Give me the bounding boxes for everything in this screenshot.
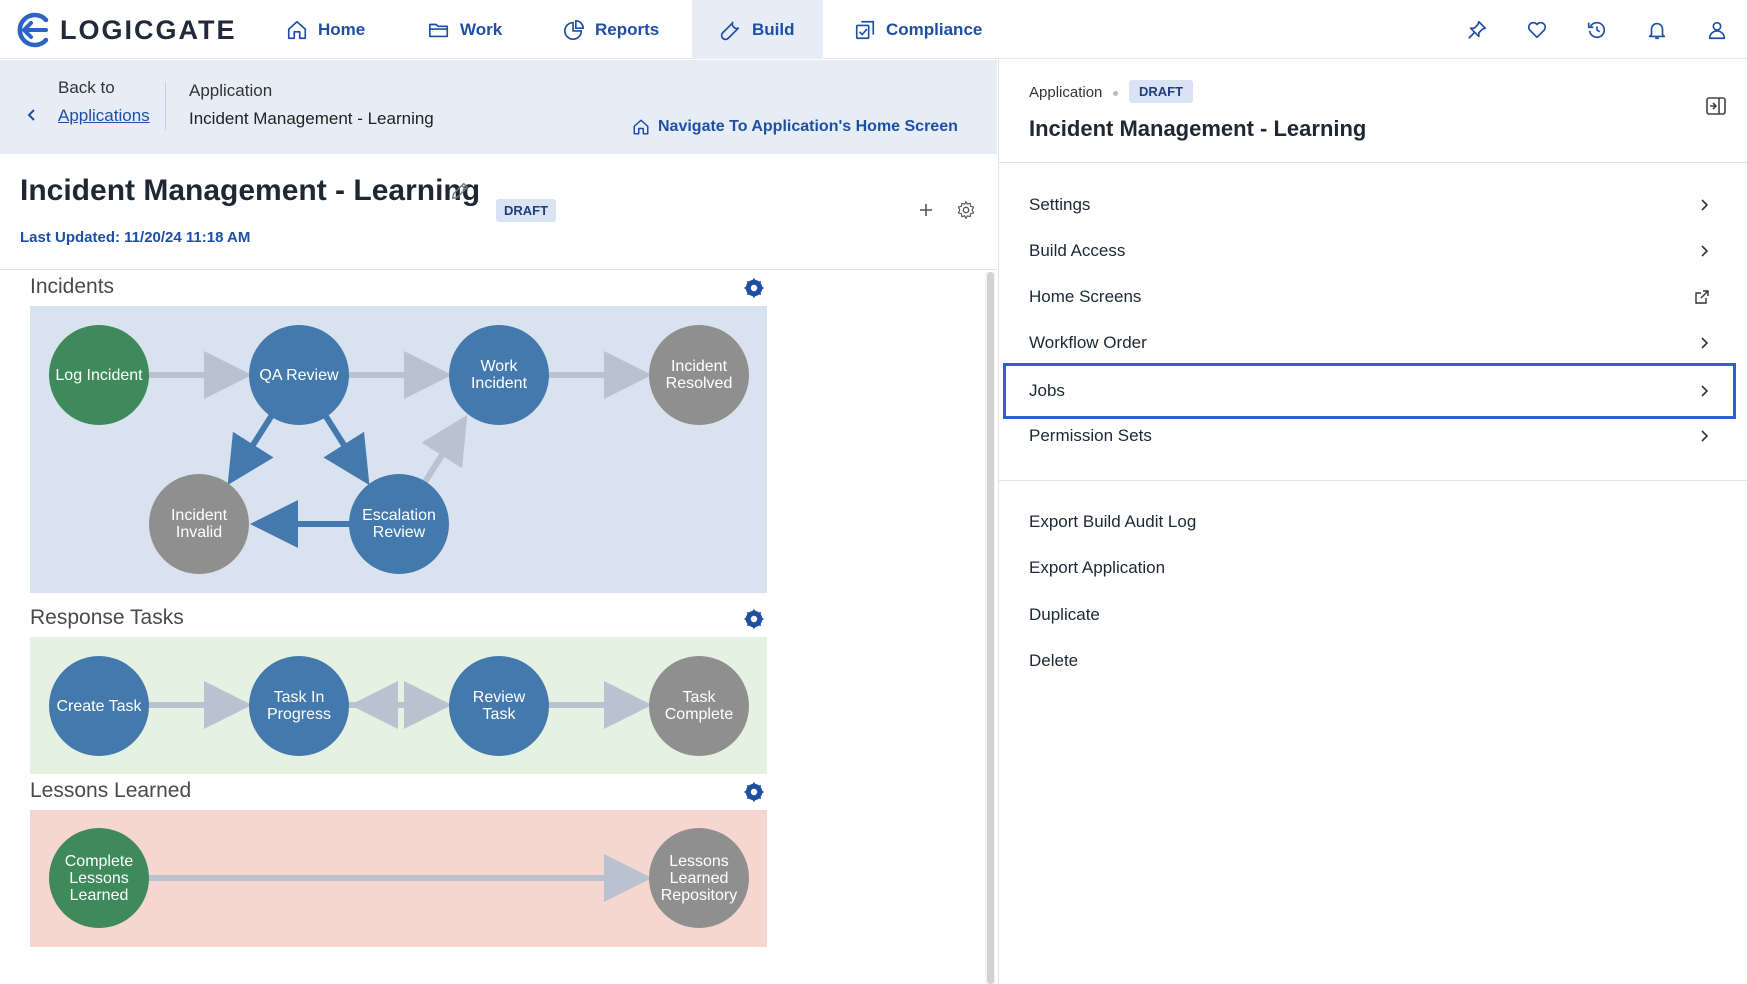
chevron-left-icon: [27, 109, 35, 121]
action-duplicate[interactable]: Duplicate: [1029, 605, 1100, 624]
step-complete-lessons-learned[interactable]: Complete Lessons Learned: [49, 828, 149, 928]
nav-compliance[interactable]: Compliance: [826, 0, 1010, 59]
notifications-button[interactable]: [1627, 0, 1687, 59]
nav-work-label: Work: [460, 19, 503, 39]
menu-workflow-order[interactable]: Workflow Order: [1003, 320, 1736, 366]
menu-home-screens-label: Home Screens: [1029, 287, 1142, 306]
panel-divider: [999, 480, 1747, 481]
breadcrumb-app-label: Application: [189, 81, 273, 100]
add-icon[interactable]: [916, 200, 936, 220]
favorites-button[interactable]: [1507, 0, 1567, 59]
menu-workflow-order-label: Workflow Order: [1029, 333, 1147, 352]
step-incident-resolved[interactable]: Incident Resolved: [649, 325, 749, 425]
nav-home[interactable]: Home: [258, 0, 393, 59]
settings-icon[interactable]: [956, 200, 976, 220]
action-export-build-audit-log[interactable]: Export Build Audit Log: [1029, 512, 1197, 531]
nav-build-label: Build: [752, 19, 795, 39]
gear-icon[interactable]: [743, 781, 765, 803]
folder-icon: [429, 23, 449, 37]
pie-chart-icon: [564, 19, 584, 40]
chevron-right-icon: [1701, 430, 1709, 442]
last-updated: Last Updated: 11/20/24 11:18 AM: [20, 229, 251, 246]
menu-jobs-label: Jobs: [1029, 381, 1065, 400]
title-divider: [0, 269, 997, 270]
gear-icon[interactable]: [743, 608, 765, 630]
collapse-panel-icon[interactable]: [1704, 94, 1728, 118]
brand-name: LOGICGATE: [60, 14, 237, 45]
gear-icon[interactable]: [743, 277, 765, 299]
step-task-in-progress[interactable]: Task In Progress: [249, 656, 349, 756]
navigate-home-label: Navigate To Application's Home Screen: [658, 118, 958, 135]
step-review-task[interactable]: Review Task: [449, 656, 549, 756]
step-incident-invalid[interactable]: Incident Invalid: [149, 474, 249, 574]
workflow-title-lessons-learned: Lessons Learned: [30, 779, 192, 802]
chevron-right-icon: [1701, 199, 1709, 211]
workflow-title-response-tasks: Response Tasks: [30, 606, 184, 629]
edit-icon[interactable]: [449, 180, 471, 202]
nav-work[interactable]: Work: [400, 0, 530, 59]
step-task-complete[interactable]: Task Complete: [649, 656, 749, 756]
panel-app-label: Application: [1029, 84, 1103, 101]
logicgate-logo[interactable]: LOGICGATE: [16, 12, 237, 48]
menu-build-access[interactable]: Build Access: [1003, 228, 1736, 274]
step-log-incident[interactable]: Log Incident: [49, 325, 149, 425]
user-icon: [1708, 21, 1726, 39]
breadcrumb: Back to Applications Application Inciden…: [0, 60, 997, 154]
menu-build-access-label: Build Access: [1029, 241, 1126, 260]
logo-icon: [17, 12, 49, 48]
pin-button[interactable]: [1447, 0, 1507, 59]
step-create-task[interactable]: Create Task: [49, 656, 149, 756]
panel-divider: [999, 162, 1747, 163]
scrollbar-thumb[interactable]: [987, 272, 994, 984]
step-qa-review[interactable]: QA Review: [249, 325, 349, 425]
step-lessons-learned-repository[interactable]: Lessons Learned Repository: [649, 828, 749, 928]
menu-permission-sets[interactable]: Permission Sets: [1003, 413, 1736, 459]
history-icon: [1587, 21, 1606, 38]
wrench-icon: [720, 20, 740, 40]
compliance-icon: [855, 20, 875, 39]
nav-build[interactable]: Build: [692, 0, 823, 59]
nav-reports-label: Reports: [595, 19, 660, 39]
nav-home-label: Home: [318, 19, 366, 39]
history-button[interactable]: [1567, 0, 1627, 59]
nav-reports[interactable]: Reports: [535, 0, 687, 59]
step-work-incident[interactable]: Work Incident: [449, 325, 549, 425]
step-escalation-review[interactable]: Escalation Review: [349, 474, 449, 574]
separator-dot: [1113, 91, 1118, 96]
menu-settings[interactable]: Settings: [1003, 182, 1736, 228]
external-link-icon: [1695, 290, 1709, 304]
chevron-right-icon: [1701, 245, 1709, 257]
menu-settings-label: Settings: [1029, 195, 1091, 214]
navigate-home-screen-link[interactable]: Navigate To Application's Home Screen: [632, 118, 958, 136]
chevron-right-icon: [1701, 337, 1709, 349]
nav-compliance-label: Compliance: [886, 19, 983, 39]
pin-icon: [1468, 20, 1487, 39]
workflow-title-incidents: Incidents: [30, 275, 115, 298]
panel-app-name: Incident Management - Learning: [1029, 116, 1367, 141]
menu-permission-sets-label: Permission Sets: [1029, 426, 1152, 445]
action-delete[interactable]: Delete: [1029, 651, 1079, 670]
top-navigation: LOGICGATE Home Work Reports Build Compli…: [0, 0, 1747, 59]
panel-status-badge: DRAFT: [1129, 80, 1194, 103]
breadcrumb-separator: [165, 82, 166, 130]
status-badge: DRAFT: [496, 199, 557, 222]
application-side-panel: Application DRAFT Incident Management - …: [998, 60, 1747, 984]
home-icon: [633, 119, 649, 135]
applications-link[interactable]: Applications: [58, 106, 150, 125]
back-label: Back to: [58, 78, 115, 97]
header-actions: [1447, 0, 1747, 59]
page-title: Incident Management - Learning: [20, 174, 481, 207]
action-export-application[interactable]: Export Application: [1029, 558, 1166, 577]
home-icon: [287, 20, 307, 39]
breadcrumb-app-name: Incident Management - Learning: [189, 109, 434, 128]
menu-home-screens[interactable]: Home Screens: [1003, 274, 1736, 320]
heart-icon: [1527, 21, 1547, 38]
menu-jobs[interactable]: Jobs: [1003, 363, 1736, 419]
profile-button[interactable]: [1687, 0, 1747, 59]
bell-icon: [1648, 22, 1666, 39]
chevron-right-icon: [1701, 385, 1709, 397]
